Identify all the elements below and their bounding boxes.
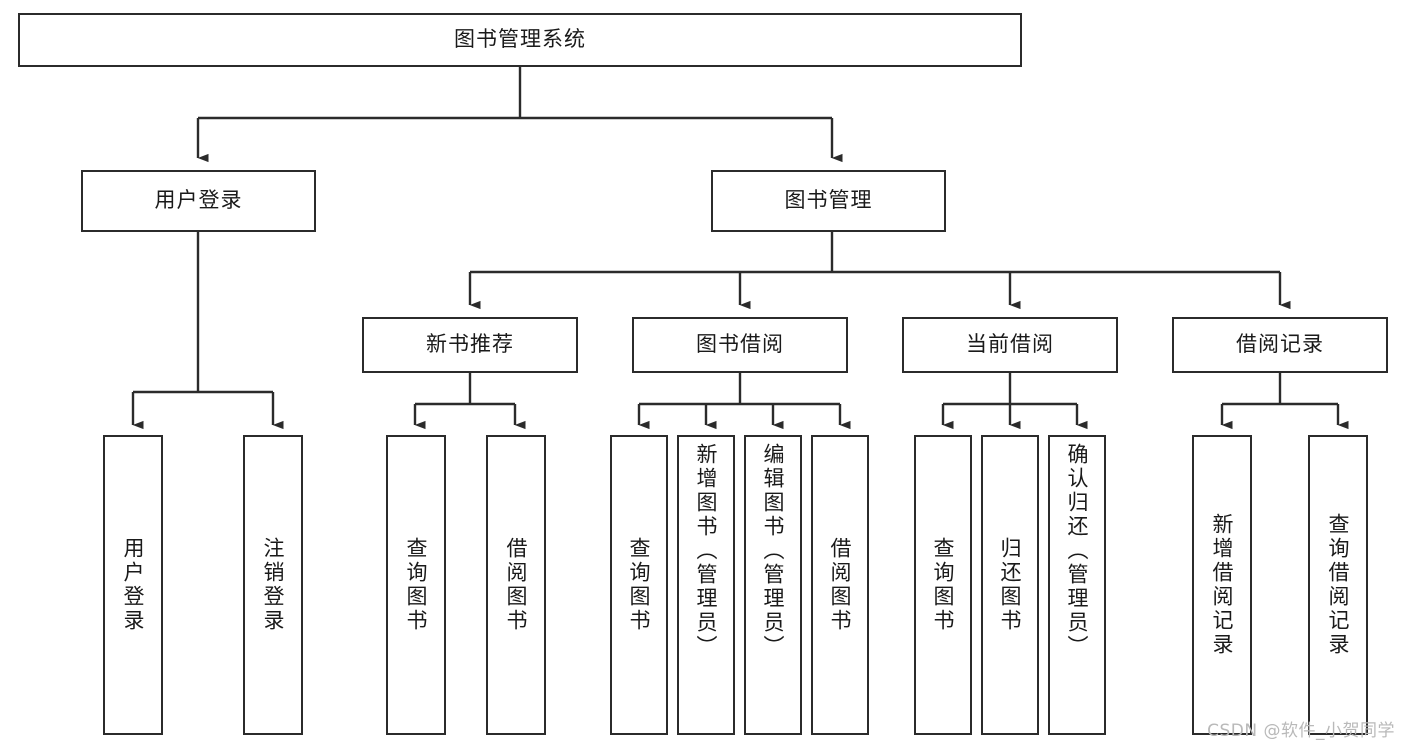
leaf-query-book-current-label: 查询图书 [931, 537, 955, 633]
node-current-borrow[interactable]: 当前借阅 [902, 317, 1118, 373]
leaf-query-book-borrow[interactable]: 查询图书 [610, 435, 668, 735]
leaf-confirm-return-label: 确认归还（管理员） [1065, 443, 1089, 659]
leaf-query-book-borrow-label: 查询图书 [627, 537, 651, 633]
node-borrow-records-label: 借阅记录 [1236, 332, 1324, 357]
node-borrow-records[interactable]: 借阅记录 [1172, 317, 1388, 373]
leaf-query-book-new[interactable]: 查询图书 [386, 435, 446, 735]
leaf-logout[interactable]: 注销登录 [243, 435, 303, 735]
leaf-query-book-current[interactable]: 查询图书 [914, 435, 972, 735]
node-book-borrow[interactable]: 图书借阅 [632, 317, 848, 373]
node-new-book-recommend-label: 新书推荐 [426, 332, 514, 357]
leaf-edit-book[interactable]: 编辑图书（管理员） [744, 435, 802, 735]
node-book-borrow-label: 图书借阅 [696, 332, 784, 357]
node-new-book-recommend[interactable]: 新书推荐 [362, 317, 578, 373]
leaf-add-book-label: 新增图书（管理员） [694, 443, 718, 659]
leaf-borrow-book[interactable]: 借阅图书 [811, 435, 869, 735]
node-root[interactable]: 图书管理系统 [18, 13, 1022, 67]
node-book-management[interactable]: 图书管理 [711, 170, 946, 232]
leaf-borrow-book-label: 借阅图书 [828, 537, 852, 633]
leaf-return-book-label: 归还图书 [998, 537, 1022, 633]
node-user-login[interactable]: 用户登录 [81, 170, 316, 232]
leaf-return-book[interactable]: 归还图书 [981, 435, 1039, 735]
leaf-logout-label: 注销登录 [261, 537, 285, 633]
leaf-edit-book-label: 编辑图书（管理员） [761, 443, 785, 659]
leaf-confirm-return[interactable]: 确认归还（管理员） [1048, 435, 1106, 735]
leaf-add-borrow-record-label: 新增借阅记录 [1210, 513, 1234, 657]
leaf-user-login-label: 用户登录 [121, 537, 145, 633]
leaf-borrow-book-new-label: 借阅图书 [504, 537, 528, 633]
leaf-add-borrow-record[interactable]: 新增借阅记录 [1192, 435, 1252, 735]
leaf-borrow-book-new[interactable]: 借阅图书 [486, 435, 546, 735]
node-root-label: 图书管理系统 [454, 27, 586, 52]
leaf-query-borrow-record[interactable]: 查询借阅记录 [1308, 435, 1368, 735]
node-current-borrow-label: 当前借阅 [966, 332, 1054, 357]
leaf-add-book[interactable]: 新增图书（管理员） [677, 435, 735, 735]
leaf-query-borrow-record-label: 查询借阅记录 [1326, 513, 1350, 657]
leaf-query-book-new-label: 查询图书 [404, 537, 428, 633]
csdn-watermark: CSDN @软件_小贺同学 [1207, 721, 1395, 741]
node-user-login-label: 用户登录 [154, 188, 243, 213]
leaf-user-login[interactable]: 用户登录 [103, 435, 163, 735]
node-book-management-label: 图书管理 [784, 188, 873, 213]
